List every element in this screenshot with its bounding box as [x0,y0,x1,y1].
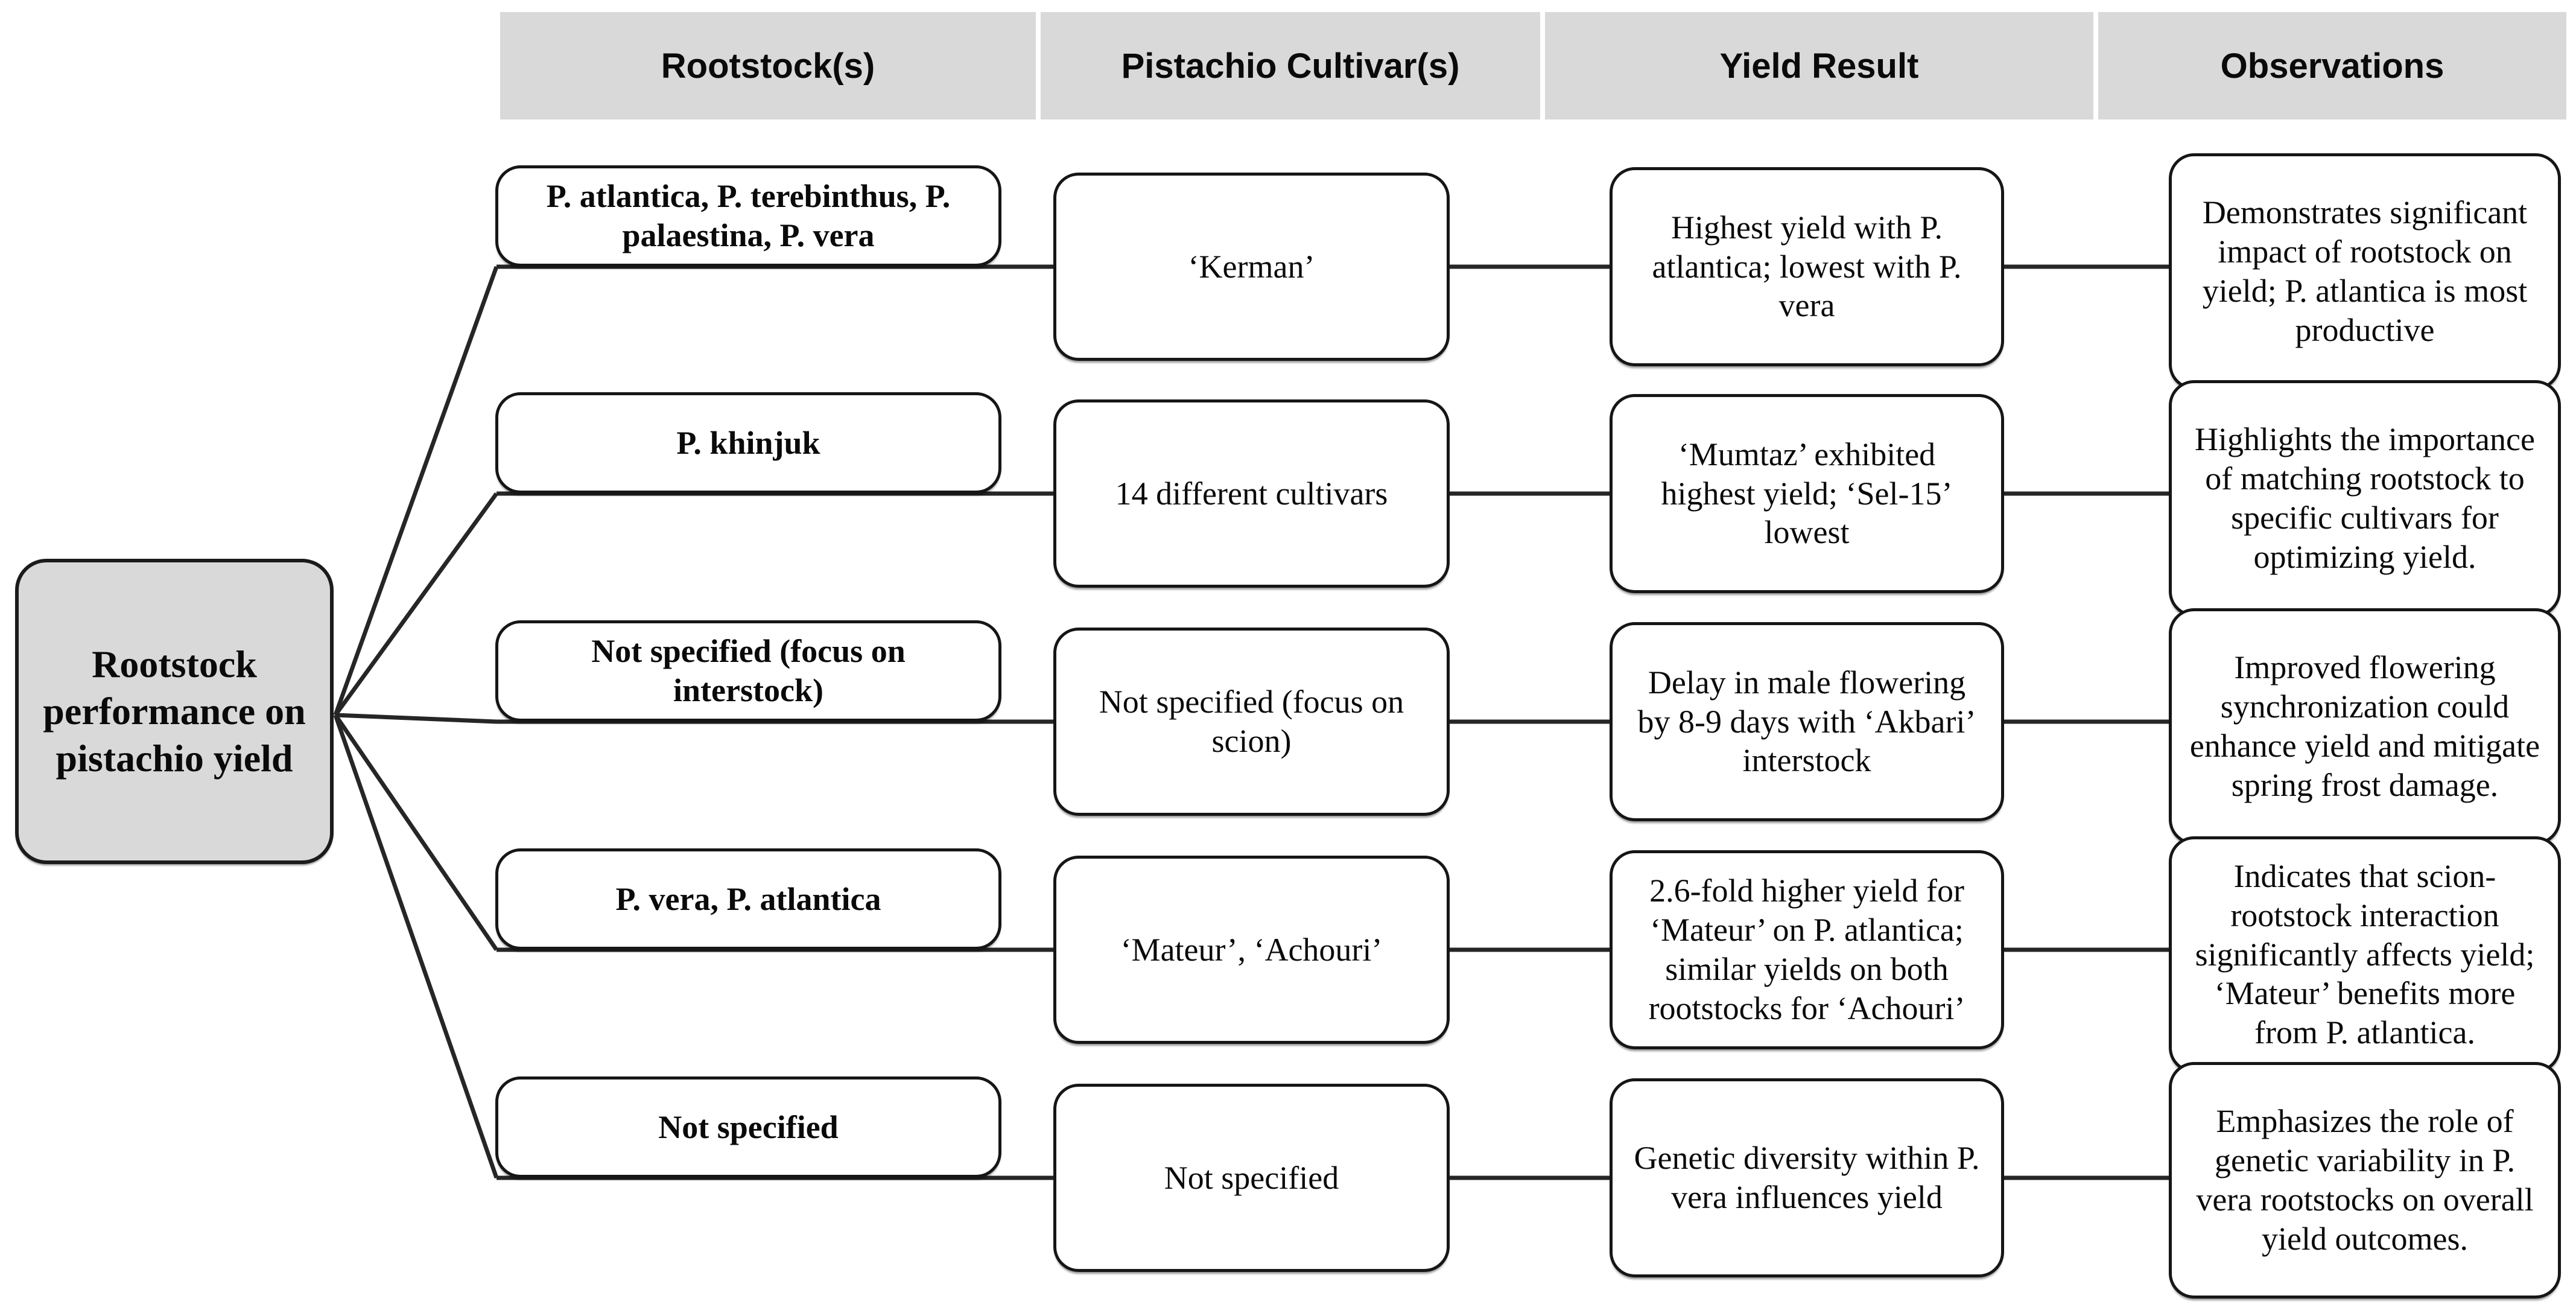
column-header-observations: Observations [2098,12,2566,119]
row5-yield-node: Genetic diversity within P. vera influen… [1610,1078,2004,1277]
row1-cultivar-node: ‘Kerman’ [1053,173,1450,361]
row4-cultivar-node: ‘Mateur’, ‘Achouri’ [1053,856,1450,1044]
row2-yield-node: ‘Mumtaz’ exhibited highest yield; ‘Sel-1… [1610,394,2004,593]
row3-cultivar-node: Not specified (focus on scion) [1053,628,1450,816]
fan-line-row3 [335,713,497,724]
row3-observations-node: Improved flowering synchronization could… [2169,608,2561,845]
row5-observations-node: Emphasizes the role of genetic variabili… [2169,1062,2561,1299]
row3-yield-node: Delay in male flowering by 8-9 days with… [1610,622,2004,821]
row2-cultivar-node: 14 different cultivars [1053,399,1450,588]
fan-line-row5 [333,714,499,1179]
fan-line-row4 [334,714,498,951]
column-header-yield-result: Yield Result [1545,12,2093,119]
row3-rootstock-node: Not specified (focus on interstock) [495,620,1001,722]
fan-line-row1 [333,265,499,716]
row1-rootstock-node: P. atlantica, P. terebinthus, P. palaest… [495,165,1001,267]
fan-line-row2 [334,492,498,717]
row5-rootstock-node: Not specified [495,1076,1001,1178]
row1-observations-node: Demonstrates significant impact of roots… [2169,153,2561,390]
row2-rootstock-node: P. khinjuk [495,392,1001,494]
row4-observations-node: Indicates that scion-rootstock interacti… [2169,836,2561,1073]
row1-yield-node: Highest yield with P. atlantica; lowest … [1610,167,2004,366]
row5-cultivar-node: Not specified [1053,1084,1450,1272]
column-header-rootstocks: Rootstock(s) [500,12,1036,119]
row2-observations-node: Highlights the importance of matching ro… [2169,380,2561,617]
column-header-cultivars: Pistachio Cultivar(s) [1041,12,1540,119]
row4-rootstock-node: P. vera, P. atlantica [495,848,1001,950]
row4-yield-node: 2.6-fold higher yield for ‘Mateur’ on P.… [1610,850,2004,1049]
root-node: Rootstock performance on pistachio yield [15,559,334,864]
